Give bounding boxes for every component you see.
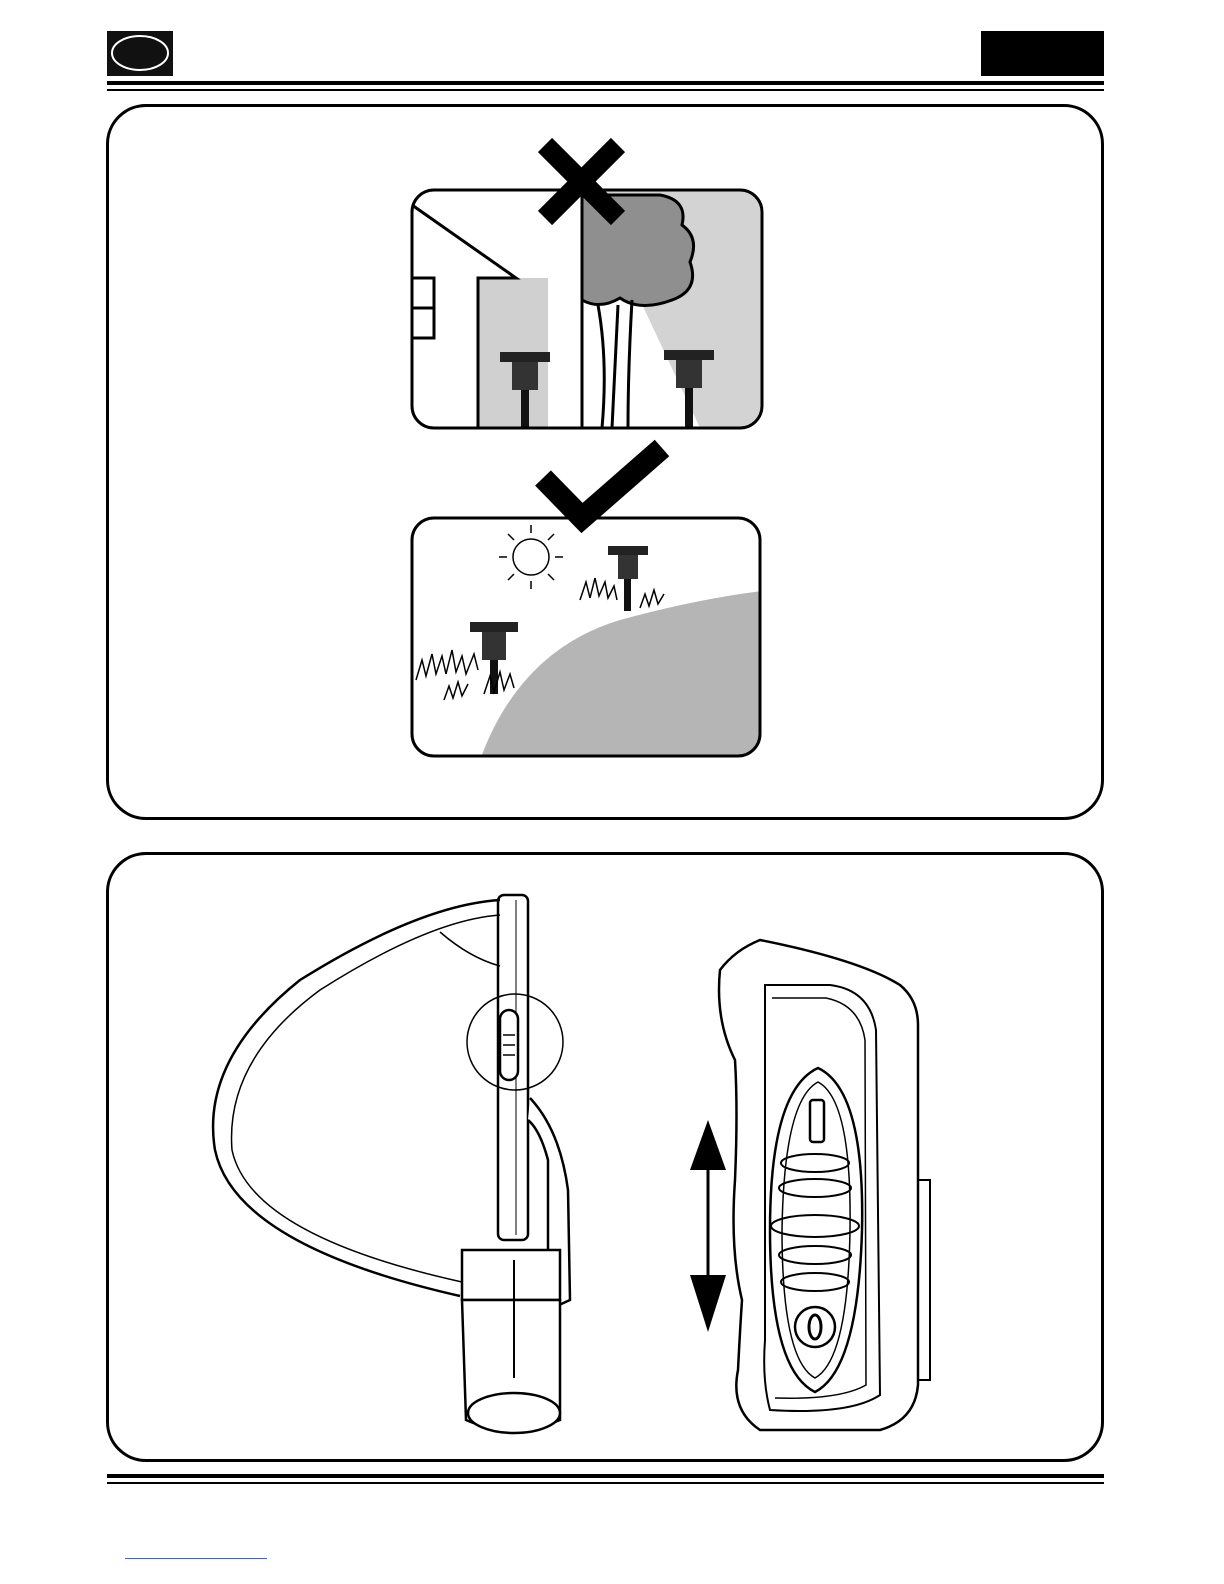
footer-link-underline[interactable] — [125, 1558, 267, 1559]
up-down-arrow-icon — [690, 1120, 726, 1332]
lamp-side-view — [213, 895, 570, 1433]
switch-illustration — [0, 0, 1224, 1470]
switch-closeup — [719, 940, 930, 1430]
footer-rule-thick — [107, 1474, 1104, 1478]
footer-rule-thin — [107, 1482, 1104, 1484]
